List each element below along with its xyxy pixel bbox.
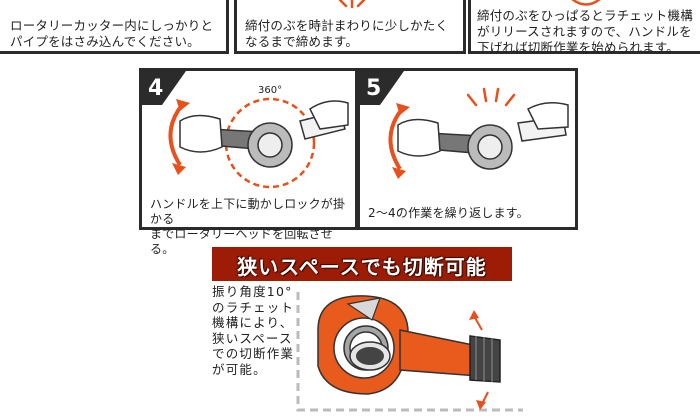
feature-description: 振り角度10° のラチェット 機構により、 狭いスペース での切断作業 が可能。 [212, 284, 295, 377]
rotation-arrow-icon [168, 99, 190, 175]
step2-panel: 締付のぶを時計まわりに少しかたく なるまで締めます。 [234, 0, 466, 54]
step2-text: 締付のぶを時計まわりに少しかたく なるまで締めます。 [245, 18, 449, 49]
pipe-cutter-icon: 360° [168, 85, 349, 189]
step4-text: ハンドルを上下に動かしロックが掛かる までロータリーヘッドを回転させる。 [150, 197, 346, 256]
step4-number-badge: 4 [142, 71, 186, 105]
step3-panel: 締付のぶをひっぱるとラチェット機構 がリリースされますので、ハンドルを 下げれば… [468, 0, 700, 55]
step3-text: 締付のぶをひっぱるとラチェット機構 がリリースされますので、ハンドルを 下げれば… [477, 8, 693, 55]
rotation-label: 360° [258, 85, 282, 96]
step1-text: ロータリーカッター内にしっかりと パイプをはさみ込んでください。 [10, 18, 214, 49]
rotation-arrow-icon [388, 103, 410, 179]
pipe-cutter-closeup-icon [296, 292, 523, 412]
burst-lines-icon [338, 0, 366, 9]
step5-text: 2〜4の作業を繰り返します。 [368, 206, 529, 220]
burst-lines-icon [571, 0, 601, 6]
step4-number: 4 [148, 76, 163, 101]
feature-banner: 狭いスペースでも切断可能 [212, 247, 512, 281]
step1-panel: ロータリーカッター内にしっかりと パイプをはさみ込んでください。 [0, 0, 229, 54]
step5-panel: 5 2〜4の作業を繰り返します。 [357, 68, 578, 230]
feature-banner-title: 狭いスペースでも切断可能 [237, 255, 487, 279]
burst-lines-icon [466, 87, 516, 107]
step4-panel: 4 360° ハンドルを上下に動かしロックが掛かる までロータリーヘッドを回転さ… [139, 68, 358, 256]
pipe-cutter-icon [388, 87, 569, 179]
step5-number: 5 [366, 76, 381, 101]
step5-number-badge: 5 [360, 71, 404, 105]
rotation-arrow-icon [469, 310, 489, 410]
